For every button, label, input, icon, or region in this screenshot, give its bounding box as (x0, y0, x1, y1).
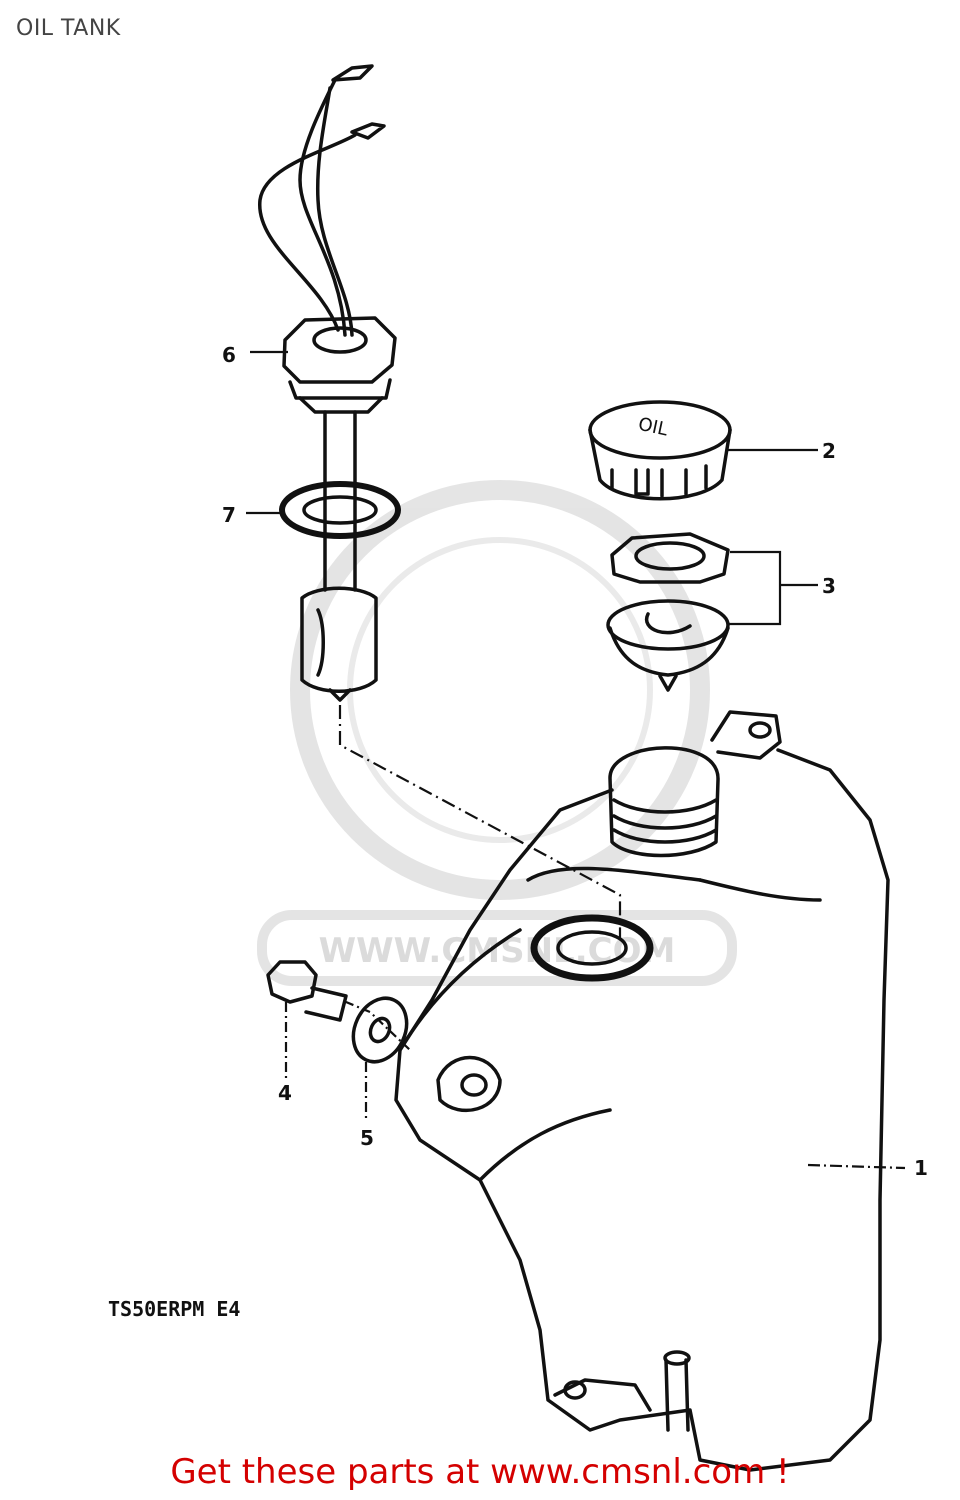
callout-6: 6 (222, 343, 236, 367)
callout-2: 2 (822, 439, 836, 463)
leader-lines (246, 350, 906, 1170)
callout-4: 4 (278, 1081, 292, 1105)
callout-5: 5 (360, 1126, 374, 1150)
sender-gasket (279, 481, 401, 539)
callout-1: 1 (914, 1156, 928, 1180)
oil-tank (394, 710, 890, 1472)
oil-level-sender-head (282, 316, 397, 702)
parts-link[interactable]: Get these parts at www.cmsnl.com ! (170, 1452, 790, 1492)
cap-seal (610, 532, 730, 584)
watermark: WWW.CMSNL.COM (257, 480, 737, 986)
watermark-text: WWW.CMSNL.COM (319, 931, 676, 971)
page-title: OIL TANK (16, 16, 121, 41)
washer (351, 996, 409, 1064)
oil-level-sender-wires (258, 64, 386, 337)
oil-cap: OIL (588, 400, 732, 501)
mounting-bolt (266, 960, 348, 1022)
callout-3: 3 (822, 574, 836, 598)
model-code: TS50ERPM E4 (108, 1297, 240, 1321)
callout-7: 7 (222, 503, 236, 527)
cap-label: OIL (636, 414, 669, 441)
oil-strainer (606, 599, 730, 692)
